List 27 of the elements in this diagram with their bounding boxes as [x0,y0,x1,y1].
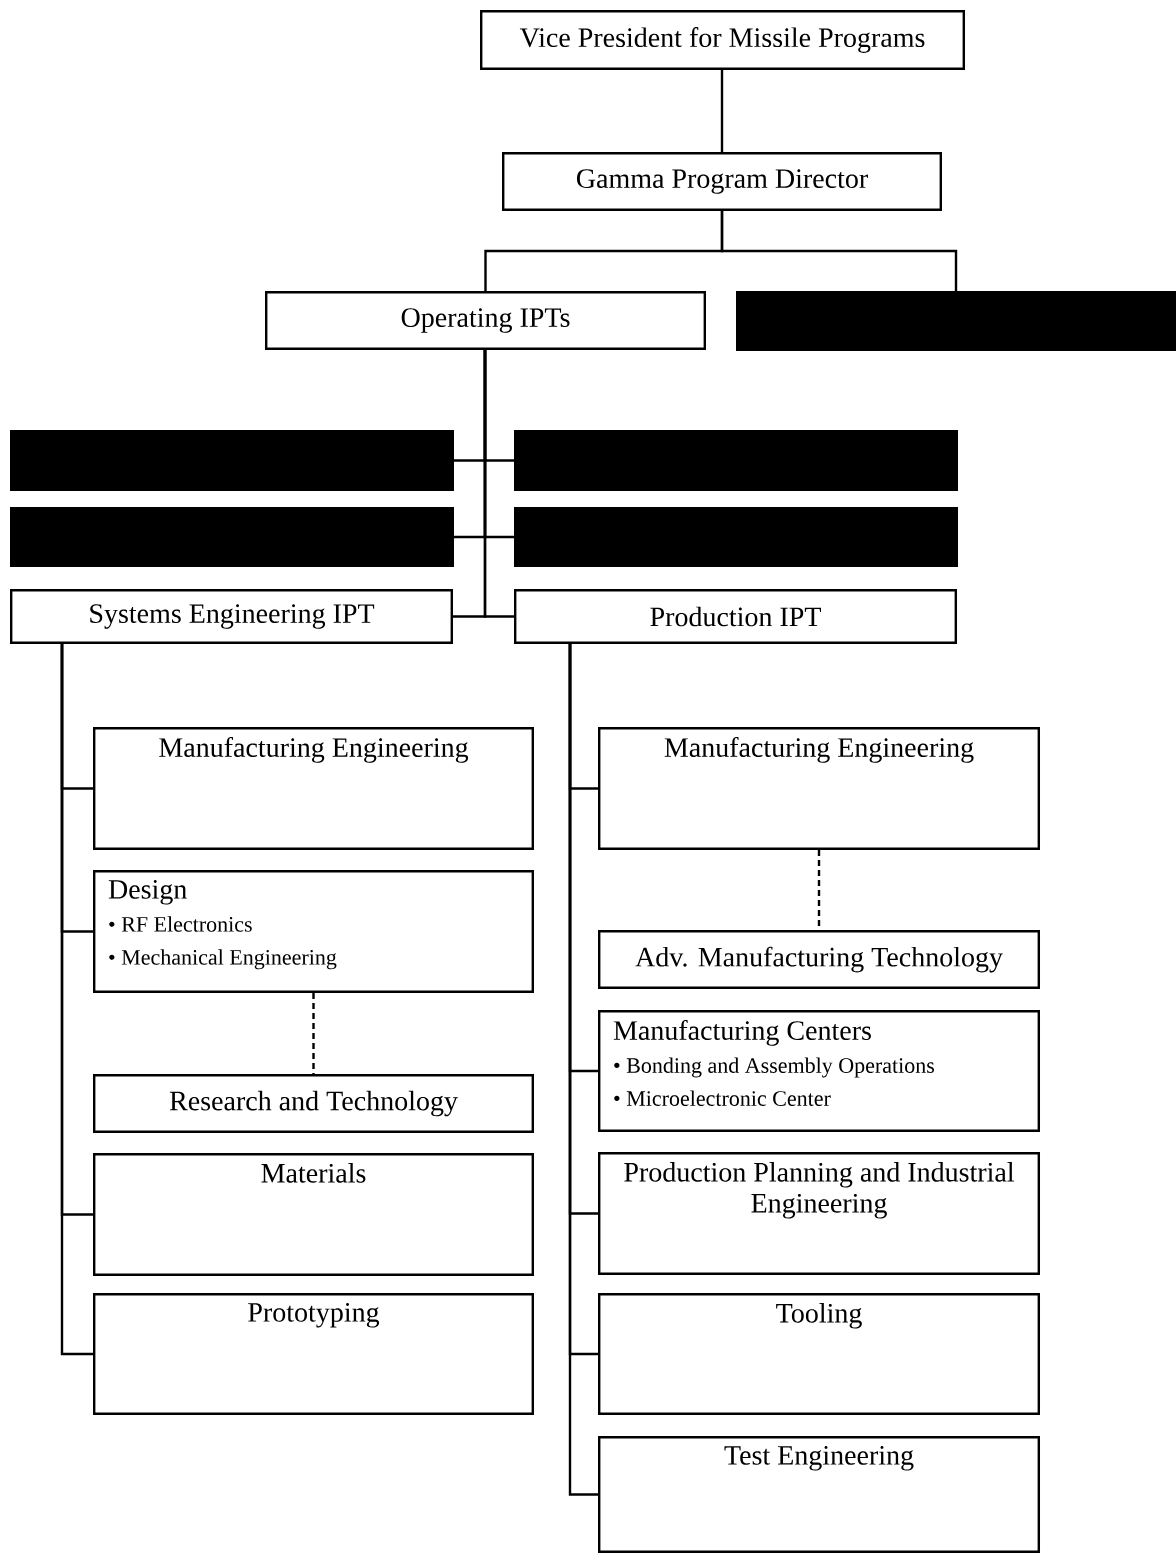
org-box: Manufacturing Centers • Bonding and Assembly Operations • Microelectronic Center [598,1010,1040,1132]
org-box: Tooling [598,1293,1040,1415]
redacted-box [736,291,1176,351]
redacted-box [514,507,958,567]
connector-line [483,350,514,618]
org-box: Materials [93,1153,534,1276]
connector-line [60,644,93,1356]
connector-line [568,644,598,1496]
org-box: Test Engineering [598,1436,1040,1553]
org-box: Adv. Manufacturing Technology [598,930,1040,989]
org-box: Operating IPTs [265,291,706,350]
redacted-box [10,430,454,491]
connector-line [720,70,724,152]
redacted-box [10,507,454,567]
org-box: Production Planning and Industrial Engineering [598,1152,1040,1275]
dashed-connector [312,993,315,1074]
org-box: Gamma Program Director [502,152,942,211]
org-box: Research and Technology [93,1074,534,1133]
org-box: Systems Engineering IPT [10,589,453,644]
org-box: Manufacturing Engineering [598,727,1040,850]
org-box: Vice President for Missile Programs [480,10,965,70]
org-box: Manufacturing Engineering [93,727,534,850]
org-box: Production IPT [514,589,957,644]
org-box: Design • RF Electronics • Mechanical Engineering [93,870,534,993]
connector-line [720,211,958,291]
redacted-box [514,430,958,491]
org-box: Prototyping [93,1293,534,1415]
